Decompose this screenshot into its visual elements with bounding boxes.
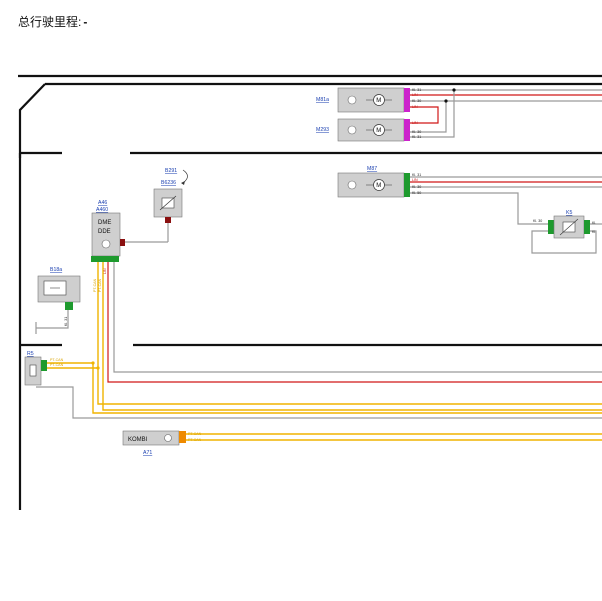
b18a-connector [65,302,73,310]
k5-right-pin-2: Kl. [592,230,596,234]
m81a-pin-2: LIN [412,93,418,97]
sensor-icon [101,239,111,249]
mileage-value: - [83,15,88,29]
dme-connector [91,256,119,262]
sensor-icon [347,125,357,135]
sensor-icon [347,180,357,190]
sensor-icon [347,95,357,105]
component-m293[interactable]: M293 M LIN Kl. 30 Kl. 31 [316,118,421,142]
b18a-ref-link[interactable]: B18a [50,267,62,273]
kombi-pin-1: PT-CAN [188,432,202,436]
component-b291[interactable]: B291 B6236 [153,168,188,223]
dme-pin-2: PT-CAN [98,278,102,292]
total-mileage: 总行驶里程:- [18,13,87,30]
dme-label: DME [98,220,111,226]
diagram-frame [18,74,602,510]
wires [35,89,602,441]
k5-right-pin-1: Kl. [592,221,596,225]
r5-connector [41,360,47,371]
m87-pin-2: LIN [412,178,418,182]
m87-pin-3: Kl. 30 [412,185,421,189]
m87-connector [404,173,410,197]
svg-text:M: M [376,128,381,134]
resistor-icon [29,364,37,377]
kombi-pin-2: PT-CAN [188,438,202,442]
m293-connector [404,119,410,141]
m293-pin-2: Kl. 30 [412,130,421,134]
a46-ref-link[interactable]: A46 [98,200,107,206]
dde-label: DDE [98,229,111,235]
dme-side-connector [120,239,125,246]
b291-connector [165,217,171,223]
m81a-ref-link[interactable]: M81a [316,97,329,103]
dme-pin-3: LIN [103,268,107,274]
m81a-pin-3: Kl. 30 [412,99,421,103]
m293-pin-1: LIN [412,121,418,125]
k5-connector-left [548,220,554,234]
motor-icon [373,94,385,106]
m87-pin-4: Kl. 50 [412,191,421,195]
curved-arrow-icon [182,169,188,184]
svg-text:M: M [376,98,381,104]
component-a46-dme[interactable]: A46 A460 DME DDE PT-CAN PT-CAN LIN [91,200,125,292]
m81a-pin-4: LIN [412,105,418,109]
b18a-pin: Kl. 31 [64,317,68,326]
m293-ref-link[interactable]: M293 [316,127,329,133]
m293-pin-3: Kl. 31 [412,135,421,139]
m87-pin-1: Kl. 31 [412,173,421,177]
component-m81a[interactable]: M81a M Kl. 31 LIN Kl. 30 LIN [316,87,421,113]
motor-icon [373,179,385,191]
r5-pin-2: PT-CAN [50,363,64,367]
motor-icon [373,124,385,136]
r5-pin-1: PT-CAN [50,358,64,362]
svg-text:M: M [376,183,381,189]
kombi-label: KOMBI [128,437,148,443]
m81a-connector [404,88,410,112]
k5-left-pin: Kl. 30 [533,219,542,223]
dme-pin-1: PT-CAN [93,278,97,292]
m87-ref-link[interactable]: M87 [367,166,377,172]
r5-ref-link[interactable]: R5 [27,351,34,357]
wire-junctions [91,88,456,370]
mileage-label: 总行驶里程: [18,15,82,29]
component-k5[interactable]: K5 Kl. 30 Kl. Kl. [533,210,596,239]
kombi-connector [179,431,186,443]
a460-ref-link[interactable]: A460 [96,207,108,213]
k5-ref-link[interactable]: K5 [566,210,572,216]
b6236-ref-link[interactable]: B6236 [161,180,176,186]
component-m87[interactable]: M87 M Kl. 31 LIN Kl. 30 Kl. 50 [337,166,421,198]
b291-ref-link[interactable]: B291 [165,168,177,174]
k5-connector-right [584,220,590,234]
component-a71-kombi[interactable]: KOMBI PT-CAN PT-CAN A71 [122,430,202,456]
component-r5[interactable]: R5 PT-CAN PT-CAN [24,351,64,386]
a71-ref-link[interactable]: A71 [143,450,152,456]
sensor-icon [164,434,172,442]
component-b18a[interactable]: B18a Kl. 31 [37,267,81,326]
m81a-pin-1: Kl. 31 [412,88,421,92]
